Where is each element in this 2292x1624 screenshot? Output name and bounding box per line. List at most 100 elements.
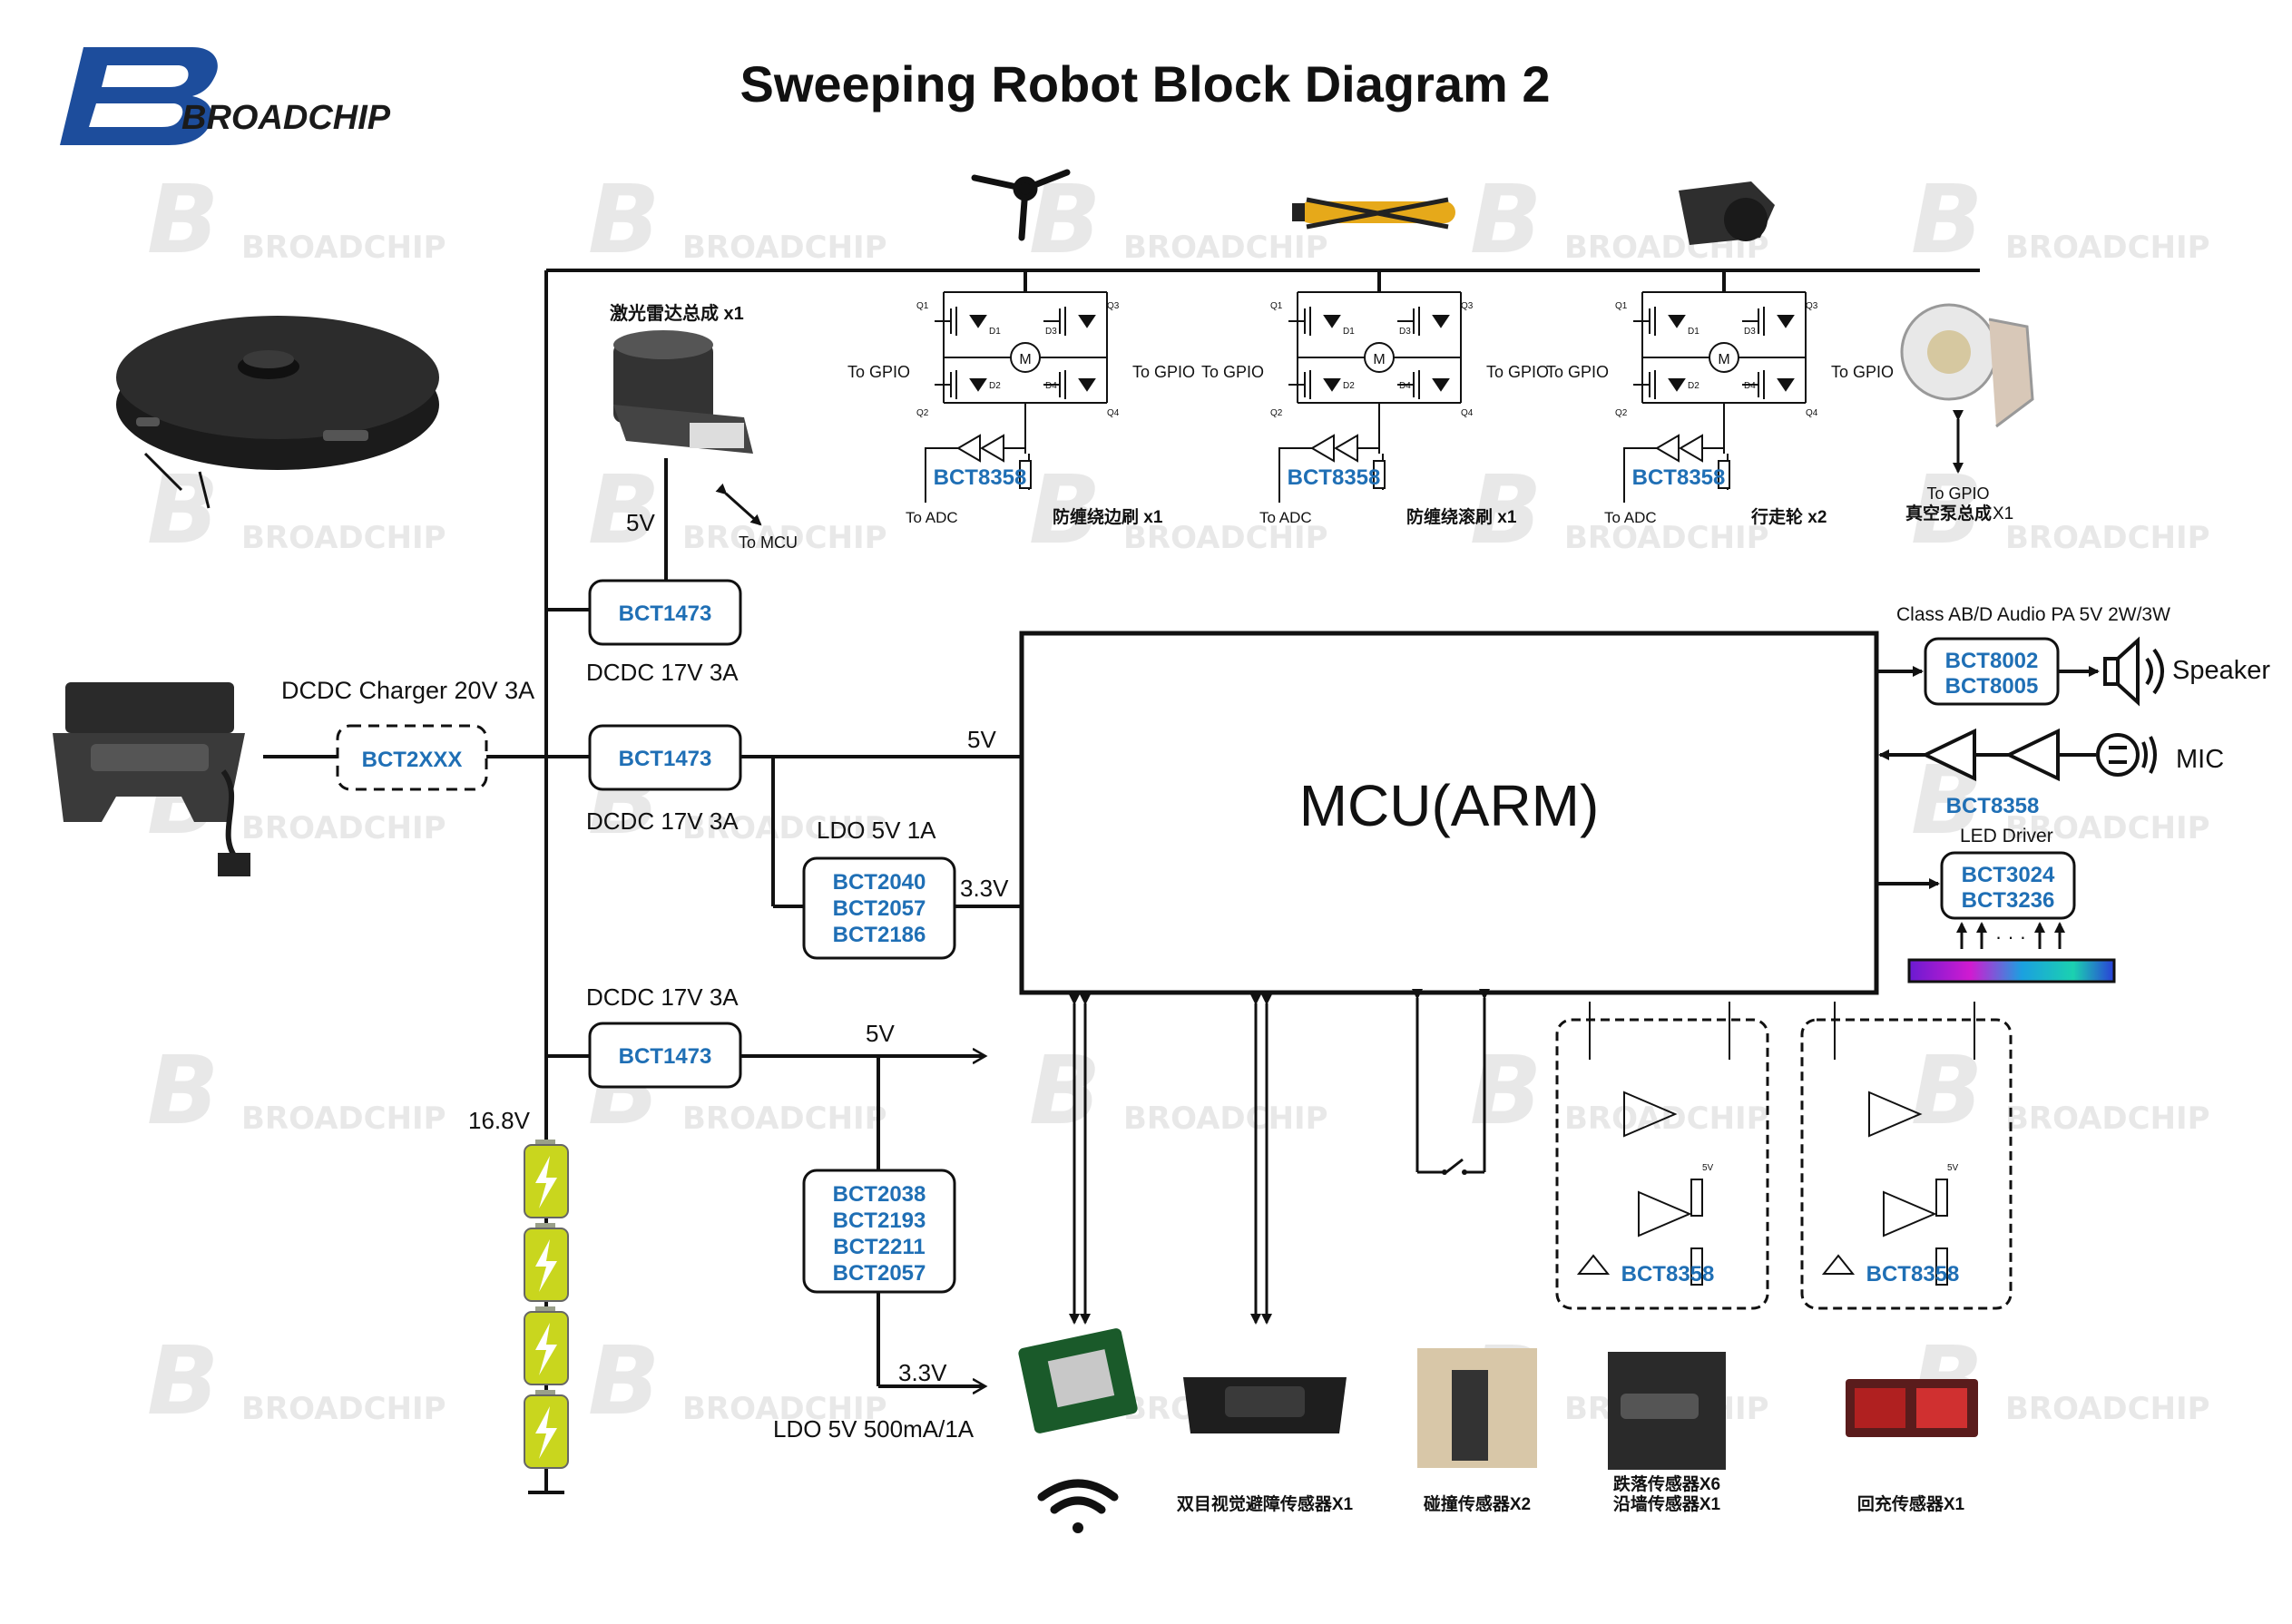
- sense-amp-icon: [925, 434, 1025, 503]
- battery-cap: [535, 1223, 555, 1230]
- q1-label: Q1: [1270, 301, 1283, 311]
- diode-symbol: [1078, 378, 1096, 392]
- watermark-letter: B: [147, 455, 219, 565]
- drive-wheel-image: [1679, 181, 1775, 245]
- sense-amp-icon: [1623, 434, 1724, 503]
- diode-symbol: [1777, 315, 1795, 328]
- watermark-text: BROADCHIP: [241, 810, 446, 846]
- ldo-lower-box: [802, 1169, 956, 1294]
- q1-label: Q1: [1615, 301, 1628, 311]
- watermark-text: BROADCHIP: [682, 520, 887, 556]
- ldo-upper-box: [802, 856, 956, 960]
- ldo-upper-chip-1: BCT2040: [833, 870, 926, 895]
- q1-label: Q1: [916, 301, 929, 311]
- sensor-label-dock: 回充传感器X1: [1857, 1493, 1965, 1514]
- watermark-text: BROADCHIP: [682, 1391, 887, 1427]
- mosfet-symbol: [1633, 370, 1656, 399]
- d2-label: D2: [989, 381, 1001, 391]
- q4-label: Q4: [1806, 408, 1818, 418]
- resistor: [1690, 1247, 1703, 1286]
- watermark-letter: B: [1029, 455, 1101, 565]
- stereo-camera-image: [1183, 1377, 1347, 1433]
- led-dots: · · ·: [1995, 925, 2026, 948]
- resistor: [1690, 1179, 1703, 1217]
- dcdc-label-1: DCDC 17V 3A: [586, 659, 739, 686]
- amp-dashed-border: [1555, 1018, 1769, 1310]
- d3-label: D3: [1045, 327, 1057, 337]
- watermark-letter: B: [1911, 164, 1983, 275]
- d4-label: D4: [1045, 381, 1057, 391]
- opamp-icon: [1868, 1091, 1923, 1138]
- mosfet-symbol: [1742, 307, 1765, 336]
- dcdc-chip-3: BCT1473: [619, 1044, 712, 1069]
- opamp-icon: [1623, 1091, 1678, 1138]
- motor-driver-label: 防缠绕边刷 x1: [1053, 506, 1163, 527]
- watermark-letter: B: [588, 455, 660, 565]
- diode-symbol: [969, 315, 987, 328]
- motor-driver-label: 行走轮 x2: [1750, 506, 1827, 527]
- dcdc-chip-1: BCT1473: [619, 602, 712, 626]
- watermark-text: BROADCHIP: [1564, 520, 1769, 556]
- audio-chip-2: BCT8005: [1945, 674, 2039, 699]
- watermark-text: BROADCHIP: [682, 1101, 887, 1137]
- adc-label: To ADC: [1259, 509, 1312, 526]
- q4-label: Q4: [1107, 408, 1120, 418]
- diode-symbol: [969, 378, 987, 392]
- dcdc-out-label-3: 5V: [866, 1020, 895, 1047]
- diode-symbol: [1668, 378, 1686, 392]
- battery-cell: [524, 1306, 569, 1385]
- led-chip-2: BCT3236: [1962, 888, 2055, 913]
- wifi-module-image: [1018, 1328, 1138, 1433]
- motor-driver-label: 防缠绕滚刷 x1: [1406, 506, 1517, 527]
- mic-chip: BCT8358: [1946, 794, 2040, 818]
- mosfet-symbol: [1633, 307, 1656, 336]
- ldo-lower-out: 3.3V: [898, 1359, 947, 1386]
- h-bridge-frame: [1297, 291, 1462, 404]
- cliff-sensor-image: [1608, 1352, 1726, 1470]
- d1-label: D1: [989, 327, 1001, 337]
- watermark-letter: B: [1470, 455, 1542, 565]
- led-chip-1: BCT3024: [1962, 863, 2055, 887]
- watermark-text: BROADCHIP: [2005, 810, 2210, 846]
- ldo-upper-chip-2: BCT2057: [833, 896, 926, 921]
- dcdc-out-label-2: 5V: [967, 726, 996, 753]
- d3-label: D3: [1744, 327, 1756, 337]
- watermark-text: BROADCHIP: [2005, 1391, 2210, 1427]
- diode-symbol: [1668, 315, 1686, 328]
- ldo-lower-label: LDO 5V 500mA/1A: [773, 1415, 975, 1443]
- d4-label: D4: [1744, 381, 1756, 391]
- mic-amp-icon: [1921, 728, 2096, 782]
- dcdc-label-2: DCDC 17V 3A: [586, 807, 739, 835]
- roller-brush-image: [1292, 197, 1455, 230]
- watermark-letter: B: [147, 164, 219, 275]
- dcdc-box-3: [588, 1022, 742, 1089]
- broadchip-logo: BROADCHIP: [60, 47, 391, 145]
- diode-symbol: [1432, 315, 1450, 328]
- mosfet-symbol: [1397, 370, 1420, 399]
- watermark-text: BROADCHIP: [241, 520, 446, 556]
- gpio-label-right: To GPIO: [1831, 363, 1894, 381]
- dcdc-chip-2: BCT1473: [619, 747, 712, 771]
- sensor-label-bump: 碰撞传感器X2: [1424, 1493, 1531, 1514]
- vacuum-gpio: To GPIO: [1926, 484, 1989, 503]
- vref-label: 5V: [1702, 1163, 1714, 1173]
- charging-dock-image: [53, 682, 250, 876]
- photodiode-icon: [1576, 1254, 1611, 1275]
- motor-driver-chip: BCT8358: [1632, 465, 1726, 490]
- battery-voltage: 16.8V: [468, 1107, 531, 1134]
- battery-cap: [535, 1306, 555, 1314]
- motor-driver-chip: BCT8358: [1288, 465, 1381, 490]
- watermark-letter: B: [147, 1326, 219, 1436]
- resistor: [1935, 1179, 1948, 1217]
- d2-label: D2: [1343, 381, 1355, 391]
- diode-symbol: [1323, 378, 1341, 392]
- sensor-links: [1069, 989, 1490, 1325]
- ldo-lower-chip-2: BCT2193: [833, 1208, 926, 1233]
- lightning-icon: [535, 1239, 557, 1292]
- sense-amp-icon: [1278, 434, 1379, 503]
- ldo-upper-chip-3: BCT2186: [833, 923, 926, 947]
- sensor-label-stereo: 双目视觉避障传感器X1: [1177, 1493, 1354, 1514]
